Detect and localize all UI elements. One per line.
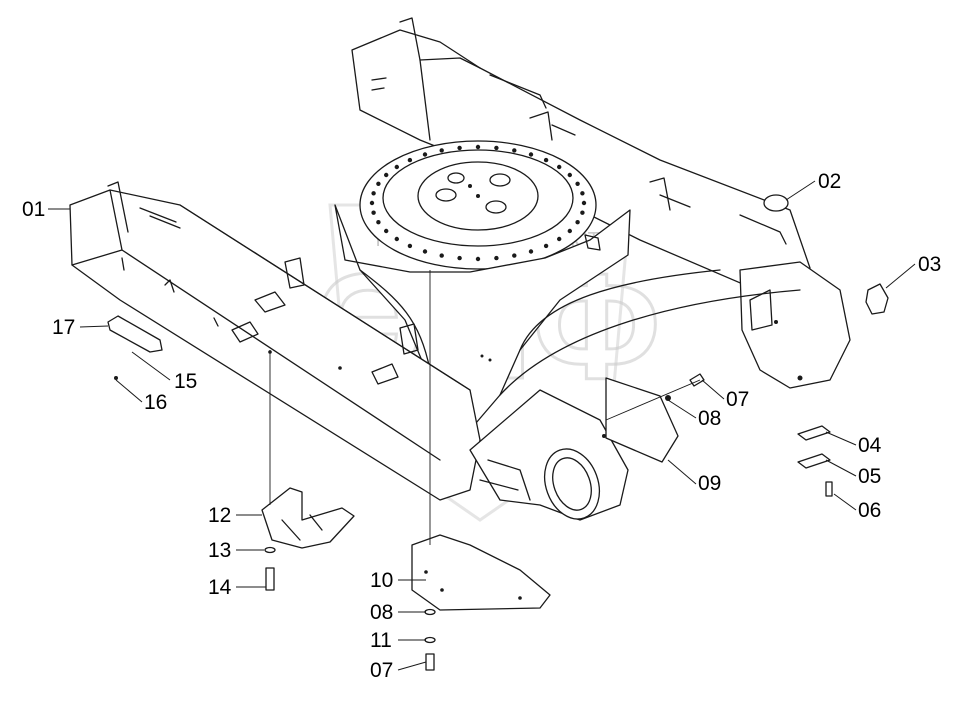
callout-leader-c08a — [667, 399, 697, 419]
guard-12 — [261, 487, 355, 549]
callout-leader-c09 — [667, 459, 697, 485]
ring-bolt-hole — [394, 236, 399, 242]
callout-leader-c16 — [115, 379, 143, 403]
bolt-07b — [425, 653, 435, 671]
cover-plate-09 — [602, 377, 679, 463]
ring-bolt-hole — [494, 255, 499, 261]
callout-label-c10: 10 — [370, 569, 393, 592]
track-guard-17 — [107, 315, 163, 353]
ring-bolt-hole — [557, 236, 562, 242]
guard-bracket-rear — [399, 323, 419, 355]
ring-bolt-hole — [581, 200, 587, 206]
ring-bolt-hole — [369, 200, 375, 206]
ring-bolt-hole — [407, 157, 413, 163]
right-rear-housing — [739, 261, 851, 389]
callout-label-c02: 02 — [818, 170, 841, 193]
guard-bracket-mid — [284, 257, 305, 289]
callout-label-c08a: 08 — [698, 407, 721, 430]
washer-11 — [424, 636, 436, 644]
washer-13 — [264, 546, 276, 554]
ring-bolt-hole — [384, 172, 389, 178]
callout-leader-c02 — [785, 180, 816, 201]
rear-side-frame — [351, 17, 811, 301]
ring-bolt-hole — [394, 164, 399, 170]
ring-bolt-hole — [457, 145, 462, 151]
ring-bolt-hole — [543, 243, 549, 249]
callout-leader-c05 — [825, 459, 857, 477]
callout-label-c14: 14 — [208, 576, 232, 599]
fasteners — [114, 194, 889, 671]
callout-leader-c07b — [397, 661, 427, 671]
ring-bolt-hole — [575, 181, 580, 186]
ring-bolt-hole — [543, 157, 549, 163]
ring-bolt-hole — [575, 220, 580, 225]
callout-label-c07b: 07 — [370, 659, 393, 682]
callout-label-c03: 03 — [918, 253, 941, 276]
callout-label-c09: 09 — [698, 472, 721, 495]
top-cover-plate — [254, 291, 286, 313]
ring-bolt-hole — [580, 191, 585, 196]
o-ring-02 — [763, 194, 789, 212]
callout-leader-c07a — [701, 379, 725, 400]
callout-leader-c03 — [885, 263, 916, 289]
callout-label-c16: 16 — [144, 391, 167, 414]
ring-bolt-hole — [439, 253, 444, 258]
callout-label-c13: 13 — [208, 539, 231, 562]
callout-label-c15: 15 — [174, 370, 197, 393]
callout-leader-c17 — [79, 325, 109, 328]
callout-label-c04: 04 — [858, 434, 882, 457]
callout-label-c07a: 07 — [726, 388, 749, 411]
ring-bolt-hole — [371, 191, 376, 196]
ring-bolt-hole — [475, 256, 481, 262]
ring-bolt-hole — [528, 249, 534, 254]
ring-bolt-hole — [557, 164, 562, 170]
shim-05 — [797, 453, 831, 469]
ring-bolt-hole — [580, 210, 585, 215]
ring-bolt-hole — [371, 210, 376, 215]
ring-bolt-hole — [512, 148, 517, 153]
swing-bearing-ring — [359, 140, 597, 270]
ring-bolt-hole — [422, 249, 428, 254]
callout-label-c12: 12 — [208, 504, 231, 527]
front-side-frame — [69, 181, 492, 501]
bottom-plate-10 — [411, 534, 551, 611]
front-idler-housing — [469, 389, 629, 521]
ring-bolt-hole — [567, 228, 572, 234]
callout-label-c08b: 08 — [370, 601, 393, 624]
ring-bolt-hole — [528, 152, 534, 157]
pin-16 — [114, 376, 118, 380]
ring-bolt-hole — [439, 148, 444, 153]
callout-label-c01: 01 — [22, 198, 45, 221]
ring-bolt-hole — [567, 172, 572, 178]
callout-leader-c06 — [833, 493, 857, 511]
ring-bolt-hole — [376, 220, 381, 225]
callout-label-c17: 17 — [52, 316, 75, 339]
bolt-07a — [689, 373, 705, 387]
callout-label-c05: 05 — [858, 465, 881, 488]
callout-leader-c04 — [825, 431, 857, 446]
washer-08b — [424, 608, 436, 616]
ring-bolt-hole — [422, 152, 428, 157]
ring-bolt-hole — [512, 253, 517, 258]
ring-bolt-hole — [407, 243, 413, 249]
callout-label-c11: 11 — [370, 629, 392, 652]
callout-label-c06: 06 — [858, 499, 881, 522]
bolt-14 — [265, 567, 275, 591]
shim-04 — [797, 425, 831, 441]
seal-03 — [865, 283, 889, 315]
ring-bolt-hole — [376, 181, 381, 186]
ring-bolt-hole — [384, 228, 389, 234]
ring-bolt-hole — [475, 144, 481, 150]
bolt-06 — [825, 481, 833, 497]
ring-bolt-hole — [494, 145, 499, 151]
callout-leader-c15 — [131, 351, 171, 381]
ring-bolt-hole — [457, 255, 462, 261]
